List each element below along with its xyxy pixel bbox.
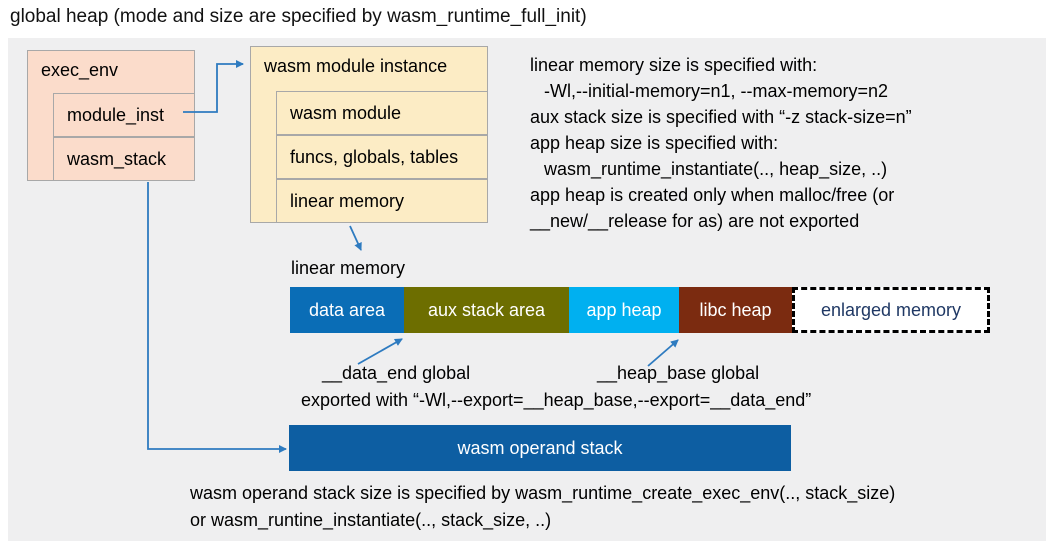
wasm-operand-stack-bar: wasm operand stack (289, 425, 791, 471)
funcs-globals-tables-field: funcs, globals, tables (276, 135, 488, 179)
heap-base-global-label: __heap_base global (597, 363, 760, 383)
segment-data-area-label: data area (308, 299, 386, 320)
footer-line: wasm operand stack size is specified by … (190, 483, 896, 503)
wasm-stack-field: wasm_stack (53, 137, 195, 181)
segment-enlarged-memory-label: enlarged memory (820, 299, 962, 320)
module-instance-box: wasm module instance wasm module funcs, … (250, 46, 488, 223)
note-line: wasm_runtime_instantiate(.., heap_size, … (544, 159, 888, 179)
segment-libc-heap: libc heap (679, 287, 792, 333)
wasm-operand-stack-label: wasm operand stack (457, 437, 623, 458)
segment-aux-stack-area: aux stack area (404, 287, 569, 333)
footer-notes: wasm operand stack size is specified by … (190, 480, 895, 534)
funcs-globals-tables-label: funcs, globals, tables (290, 146, 459, 167)
linear-memory-field: linear memory (276, 179, 488, 223)
exec-env-box: exec_env module_inst wasm_stack (27, 50, 195, 181)
footer-line: or wasm_runtine_instantiate(.., stack_si… (190, 510, 552, 530)
page-title: global heap (mode and size are specified… (10, 6, 587, 27)
linear-memory-bar: data area aux stack area app heap libc h… (290, 287, 990, 333)
notes-block: linear memory size is specified with: -W… (530, 52, 1042, 234)
note-line: __new/__release for as) are not exported (530, 211, 860, 231)
wasm-module-label: wasm module (290, 102, 402, 123)
note-line: app heap is created only when malloc/fre… (530, 185, 895, 205)
linear-memory-field-label: linear memory (290, 190, 405, 211)
exported-with-line: exported with “-Wl,--export=__heap_base,… (301, 390, 812, 410)
segment-app-heap: app heap (569, 287, 679, 333)
exec-env-label: exec_env (41, 60, 119, 80)
wasm-stack-label: wasm_stack (67, 148, 167, 169)
segment-data-area: data area (290, 287, 404, 333)
note-line: linear memory size is specified with: (530, 55, 818, 75)
linear-memory-bar-title: linear memory (291, 258, 406, 278)
segment-enlarged-memory: enlarged memory (792, 287, 990, 333)
segment-app-heap-label: app heap (586, 299, 662, 320)
module-inst-label: module_inst (67, 104, 165, 125)
wasm-module-field: wasm module (276, 91, 488, 135)
segment-libc-heap-label: libc heap (699, 299, 772, 320)
note-line: aux stack size is specified with “-z sta… (530, 107, 912, 127)
note-line: -Wl,--initial-memory=n1, --max-memory=n2 (544, 81, 889, 101)
note-line: app heap size is specified with: (530, 133, 779, 153)
module-instance-label: wasm module instance (264, 56, 448, 76)
segment-aux-stack-area-label: aux stack area (427, 299, 546, 320)
module-inst-field: module_inst (53, 93, 195, 137)
data-end-global-label: __data_end global (322, 363, 471, 383)
